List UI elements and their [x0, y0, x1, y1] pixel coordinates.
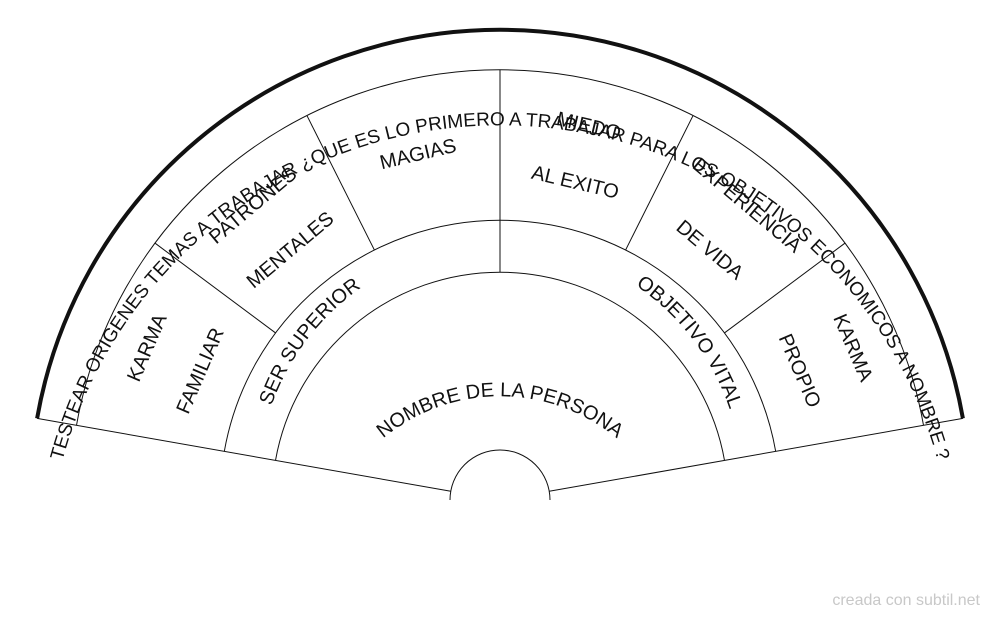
- sector-divider: [724, 242, 846, 334]
- rim-arc: [35, 27, 965, 419]
- sector-divider: [625, 115, 694, 251]
- watermark: creada con subtil.net: [832, 592, 980, 609]
- ring-label-objetivo-vital: OBJETIVO VITAL: [633, 272, 746, 412]
- outer-ring-arc: [76, 69, 924, 426]
- hub-arc: [449, 449, 551, 501]
- chart-lines: [35, 27, 965, 501]
- sector-label-line: FAMILIAR: [173, 325, 229, 417]
- center-label: NOMBRE DE LA PERSONA: [373, 379, 628, 443]
- sector-label-line: DE VIDA: [672, 216, 748, 285]
- sector-divider: [154, 242, 276, 334]
- base-edge-left: [37, 417, 451, 492]
- base-edge-right: [549, 417, 963, 492]
- sector-label-line: AL EXITO: [529, 162, 621, 204]
- ring-label-ser-superior: SER SUPERIOR: [255, 274, 364, 408]
- sector-label-line: PROPIO: [774, 331, 825, 411]
- sector-label-line: MENTALES: [243, 208, 339, 293]
- inner-ring-arc: [275, 271, 725, 461]
- sector-divider: [306, 115, 375, 251]
